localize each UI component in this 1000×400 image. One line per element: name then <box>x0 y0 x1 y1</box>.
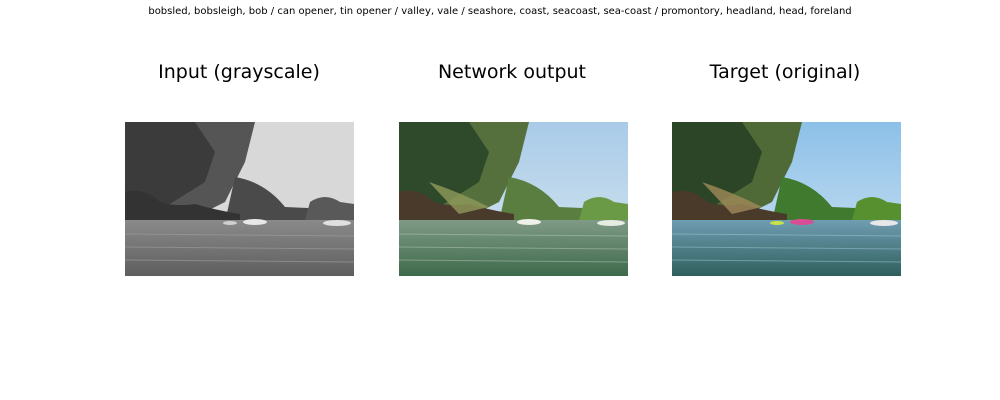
panel-title-target: Target (original) <box>709 61 861 83</box>
panel-title-network-output: Network output <box>437 61 587 83</box>
figure-caption: bobsled, bobsleigh, bob / can opener, ti… <box>148 6 852 17</box>
panel-title-input: Input (grayscale) <box>158 61 320 83</box>
target-original-image <box>672 122 901 276</box>
network-output-image <box>399 122 628 276</box>
input-grayscale-image <box>125 122 354 276</box>
